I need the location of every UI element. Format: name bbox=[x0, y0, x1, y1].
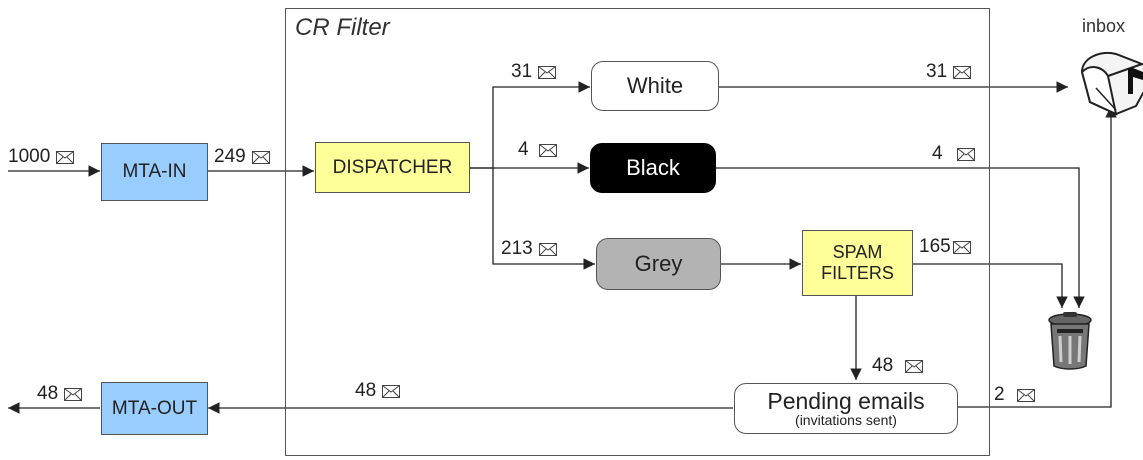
mailbox-icon bbox=[1080, 52, 1143, 116]
envelope-icon bbox=[956, 147, 975, 161]
spam-filters-box: SPAM FILTERS bbox=[802, 230, 913, 296]
count-to-white: 31 bbox=[511, 61, 557, 83]
mta-in-box: MTA-IN bbox=[101, 143, 208, 201]
count-outgoing-value: 48 bbox=[37, 383, 59, 404]
count-incoming: 1000 bbox=[8, 146, 75, 168]
count-pending-to-out-value: 48 bbox=[355, 380, 377, 401]
count-to-grey-value: 213 bbox=[501, 238, 533, 259]
envelope-icon bbox=[64, 387, 83, 401]
count-spam-to-trash: 165 bbox=[919, 236, 971, 258]
count-pending-to-out: 48 bbox=[355, 380, 401, 402]
arrow-black-to-trash bbox=[716, 167, 1085, 308]
count-spam-to-trash-value: 165 bbox=[919, 236, 951, 257]
envelope-icon bbox=[538, 242, 557, 256]
mta-out-box: MTA-OUT bbox=[101, 382, 208, 435]
count-black-to-trash: 4 bbox=[932, 143, 975, 165]
count-to-black: 4 bbox=[518, 139, 557, 161]
arrow-spam-to-trash bbox=[913, 263, 1068, 308]
spam-filters-line2: FILTERS bbox=[821, 263, 894, 283]
pending-emails-subtitle: (invitations sent) bbox=[795, 412, 897, 429]
grey-box: Grey bbox=[596, 238, 721, 290]
cr-filter-title: CR Filter bbox=[295, 14, 390, 41]
count-pending-to-inbox: 2 bbox=[994, 384, 1035, 406]
envelope-icon bbox=[953, 65, 972, 79]
trash-can-icon bbox=[1048, 312, 1092, 370]
count-white-to-inbox: 31 bbox=[926, 61, 972, 83]
envelope-icon bbox=[251, 150, 270, 164]
envelope-icon bbox=[538, 143, 557, 157]
cr-filter-frame bbox=[285, 8, 990, 456]
count-incoming-value: 1000 bbox=[8, 146, 51, 167]
pending-emails-box: Pending emails (invitations sent) bbox=[734, 383, 958, 434]
count-pending-to-inbox-value: 2 bbox=[994, 384, 1005, 405]
count-spam-to-pending: 48 bbox=[872, 355, 924, 377]
count-to-dispatcher: 249 bbox=[214, 146, 270, 168]
count-outgoing: 48 bbox=[37, 383, 83, 405]
count-black-to-trash-value: 4 bbox=[932, 143, 943, 164]
black-box: Black bbox=[590, 143, 716, 193]
spam-filters-line1: SPAM bbox=[832, 242, 883, 263]
count-to-dispatcher-value: 249 bbox=[214, 146, 246, 167]
count-to-white-value: 31 bbox=[511, 61, 533, 82]
white-box: White bbox=[591, 61, 719, 111]
inbox-label: inbox bbox=[1082, 16, 1126, 36]
arrow-dispatcher-to-grey bbox=[492, 168, 595, 270]
count-spam-to-pending-value: 48 bbox=[872, 355, 894, 376]
envelope-icon bbox=[905, 359, 924, 373]
envelope-icon bbox=[538, 65, 557, 79]
count-white-to-inbox-value: 31 bbox=[926, 61, 948, 82]
arrow-pending-to-inbox bbox=[958, 106, 1117, 408]
pending-emails-title: Pending emails bbox=[767, 388, 925, 415]
count-to-black-value: 4 bbox=[518, 139, 529, 160]
count-to-grey: 213 bbox=[501, 238, 557, 260]
dispatcher-box: DISPATCHER bbox=[315, 142, 470, 193]
arrow-dispatcher-to-white bbox=[470, 81, 590, 169]
envelope-icon bbox=[952, 240, 971, 254]
envelope-icon bbox=[1016, 388, 1035, 402]
envelope-icon bbox=[382, 384, 401, 398]
envelope-icon bbox=[56, 150, 75, 164]
